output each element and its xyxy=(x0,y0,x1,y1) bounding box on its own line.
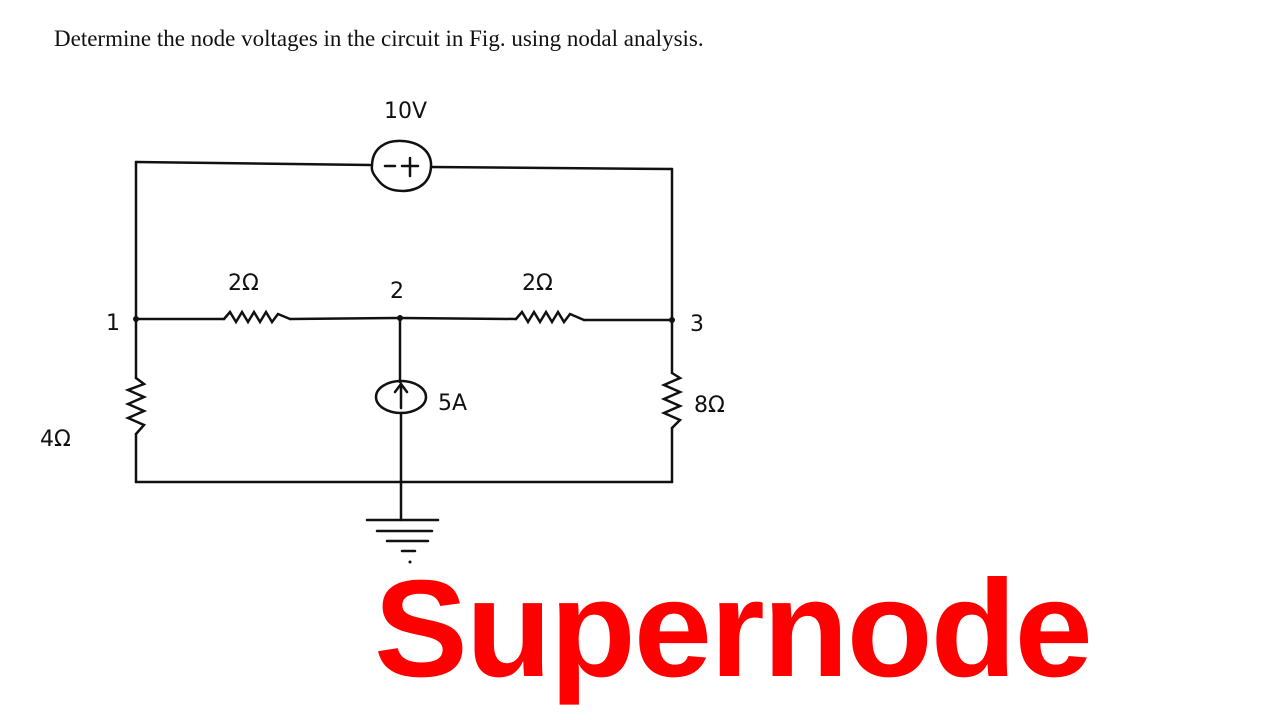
wire-r-n2 xyxy=(288,316,402,321)
resistor-4ohm-label: 4Ω xyxy=(40,427,71,452)
resistor-8ohm-label: 8Ω xyxy=(694,393,725,418)
node-dot-3 xyxy=(669,317,675,323)
supernode-headline: Supernode xyxy=(374,552,1093,706)
node-label-2: 2 xyxy=(390,279,404,304)
resistor-2ohm-right xyxy=(514,309,586,325)
node-dot-2 xyxy=(397,315,403,321)
voltage-source-label: 10V xyxy=(384,99,427,124)
current-source-label: 5A xyxy=(438,391,467,416)
node-dot-1 xyxy=(133,316,139,322)
ground-dot xyxy=(408,560,412,564)
resistor-2ohm-right-label: 2Ω xyxy=(522,271,553,296)
wire-top-left xyxy=(134,160,372,167)
resistor-2ohm-left xyxy=(222,309,292,325)
problem-statement: Determine the node voltages in the circu… xyxy=(54,26,704,51)
wire-n2-r xyxy=(398,316,518,321)
voltage-source-symbol xyxy=(370,139,433,193)
resistor-4ohm xyxy=(124,376,148,436)
arrow-up-icon xyxy=(393,381,409,394)
node-label-1: 1 xyxy=(106,311,120,336)
resistor-8ohm xyxy=(660,371,684,430)
wire-top-right xyxy=(429,165,674,171)
node-label-3: 3 xyxy=(690,312,704,337)
resistor-2ohm-left-label: 2Ω xyxy=(228,271,259,296)
